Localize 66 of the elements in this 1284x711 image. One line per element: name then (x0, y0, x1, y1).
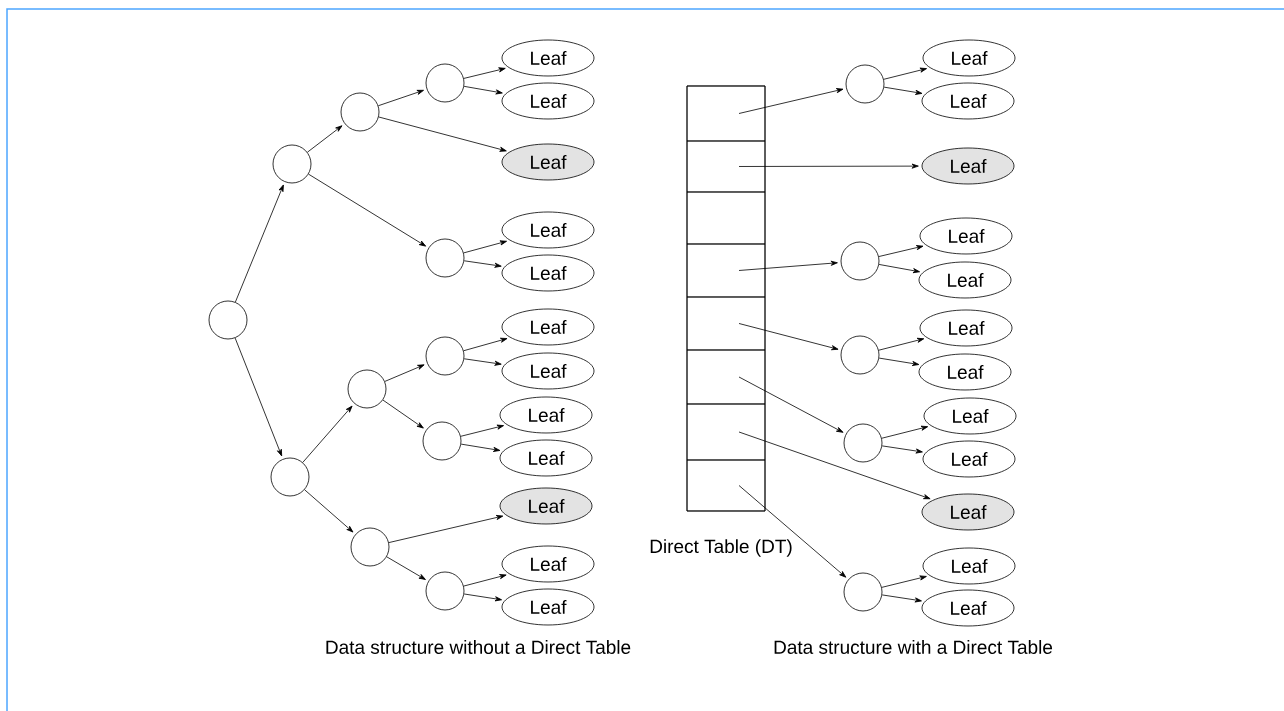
caption: Data structure without a Direct Table (326, 640, 631, 654)
tree-node-circle (422, 421, 462, 461)
arrow (738, 431, 931, 500)
arrow (463, 358, 502, 366)
tree-node-circle (270, 457, 310, 497)
table-cell (686, 140, 766, 193)
arrow (460, 443, 501, 452)
tree-node-circle (425, 238, 465, 278)
table-cell (686, 459, 766, 512)
arrow (382, 399, 424, 429)
arrow (881, 445, 923, 454)
arrow (878, 337, 925, 351)
table-cell (686, 243, 766, 298)
table-cell (686, 296, 766, 351)
arrow (878, 245, 924, 257)
table-title: Direct Table (DT) (650, 539, 792, 557)
arrow (463, 240, 507, 254)
arrow (302, 405, 353, 463)
arrow (881, 594, 922, 603)
arrow (378, 116, 507, 152)
arrow (384, 364, 425, 382)
table-cell (686, 349, 766, 405)
tree-node-circle (347, 369, 387, 409)
caption: Data structure with a Direct Table (774, 640, 1053, 654)
table-cell (686, 85, 766, 142)
arrow (235, 184, 284, 303)
tree-node-circle (843, 572, 883, 612)
arrow (738, 485, 847, 578)
arrow (738, 88, 844, 114)
arrow (463, 67, 506, 79)
arrow (738, 163, 919, 169)
arrow (881, 425, 929, 439)
arrow (304, 489, 354, 533)
arrow (307, 125, 343, 153)
arrow (463, 337, 508, 352)
tree-node-circle (208, 300, 248, 340)
tree-node-circle (845, 64, 885, 104)
arrow (738, 376, 844, 433)
arrow (878, 357, 920, 366)
arrow (881, 575, 927, 588)
arrow (463, 593, 502, 602)
arrow (463, 85, 503, 95)
arrow (377, 89, 424, 107)
arrow (388, 515, 504, 543)
arrow (883, 86, 923, 95)
arrow (308, 173, 427, 247)
tree-node-circle (840, 335, 880, 375)
tree-node-circle (340, 92, 380, 132)
tree-node-circle (425, 336, 465, 376)
table-cell (686, 403, 766, 461)
tree-node-circle (350, 527, 390, 567)
tree-node-circle (425, 571, 465, 611)
arrow (883, 67, 927, 80)
tree-node-circle (425, 63, 465, 103)
tree-node-circle (843, 423, 883, 463)
arrow (463, 574, 507, 587)
tree-node-circle (840, 241, 880, 281)
arrow (463, 260, 502, 268)
arrow (878, 264, 920, 274)
table-cell (686, 191, 766, 245)
tree-node-circle (272, 144, 312, 184)
arrow (460, 424, 504, 437)
arrow (234, 337, 283, 457)
arrow (738, 260, 838, 271)
arrow (386, 556, 426, 580)
arrow (738, 323, 839, 351)
